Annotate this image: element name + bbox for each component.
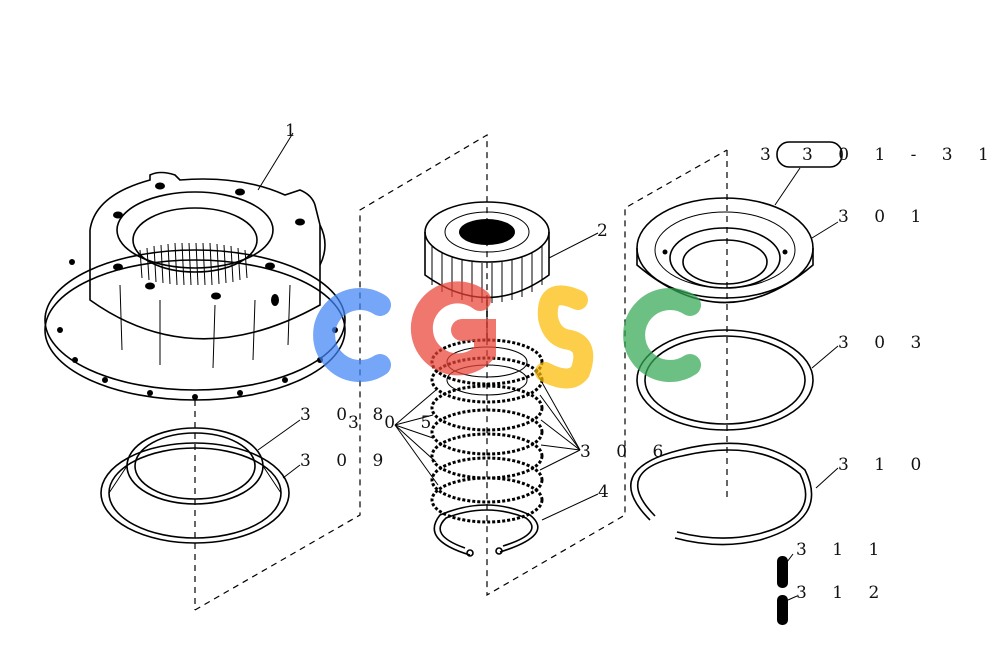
label-1: 1 <box>285 121 306 141</box>
label-306: 3 0 6 <box>580 442 673 462</box>
label-4: 4 <box>598 482 619 502</box>
part-3-pill <box>776 141 843 168</box>
part-labels: 1 2 4 3 3 0 1 - 3 1 2 3 0 1 3 0 3 3 1 0 … <box>285 121 1000 603</box>
part-301-piston <box>636 197 814 304</box>
part-1-housing <box>44 171 346 401</box>
label-2: 2 <box>597 221 618 241</box>
part-311-pin <box>777 556 788 588</box>
leader-lines <box>257 132 839 601</box>
label-312: 3 1 2 <box>796 583 889 603</box>
part-303-ring <box>636 329 814 431</box>
label-301: 3 0 1 <box>838 207 931 227</box>
label-310: 3 1 0 <box>838 455 931 475</box>
watermark-logo <box>313 281 701 389</box>
label-3: 3 <box>760 145 781 165</box>
label-305: 3 0 5 <box>348 413 441 433</box>
part-4-snap-ring <box>433 504 539 557</box>
part-2-splined-hub <box>424 201 550 340</box>
label-308: 3 0 8 <box>300 405 393 425</box>
label-303: 3 0 3 <box>838 333 931 353</box>
part-310-circlip <box>630 442 813 546</box>
label-311: 3 1 1 <box>796 540 889 560</box>
label-309: 3 0 9 <box>300 451 393 471</box>
part-309-seal <box>100 442 290 544</box>
part-312-pin <box>777 595 788 625</box>
label-301-312: 3 0 1 - 3 1 2 <box>802 145 1000 165</box>
